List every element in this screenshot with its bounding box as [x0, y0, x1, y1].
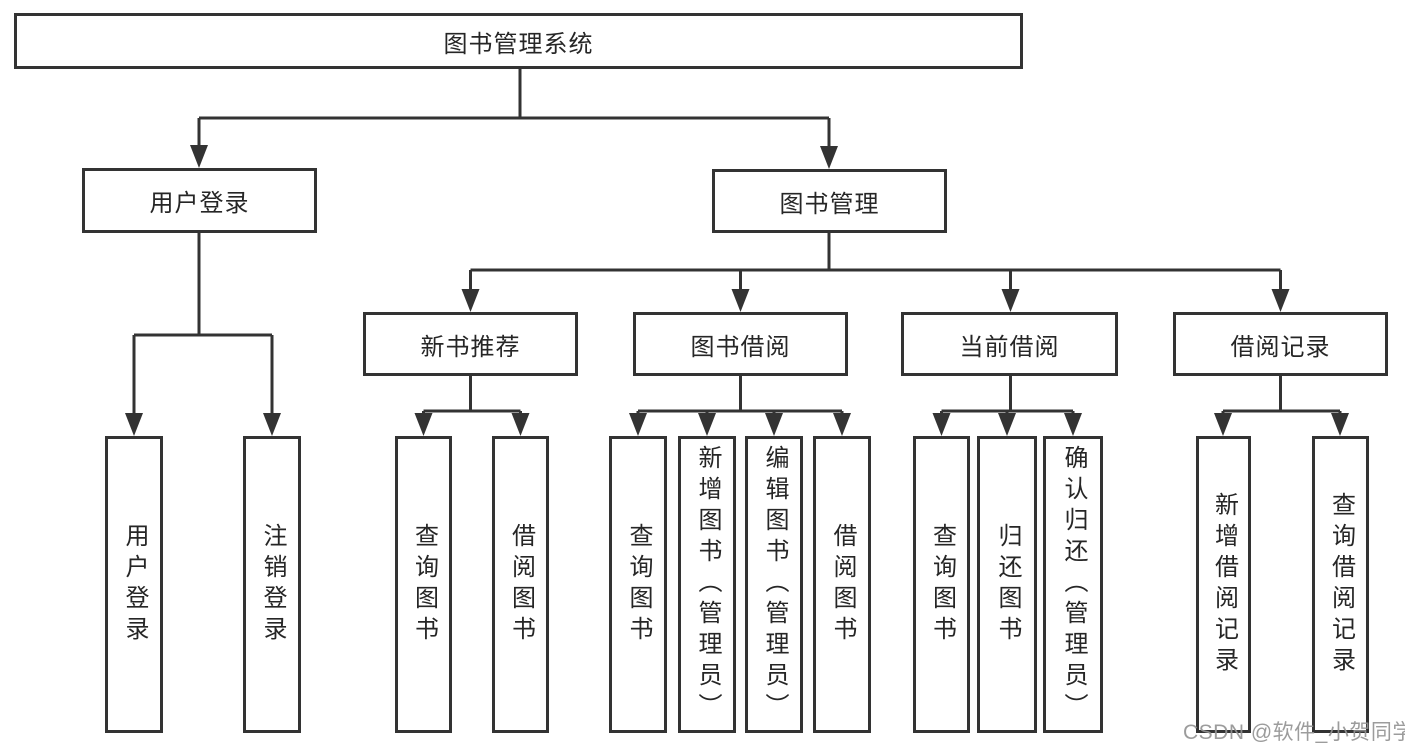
leaf-query-borrow-record-label: 查询借阅记录	[1327, 491, 1355, 678]
leaf-query-books-borrow-label: 查询图书	[625, 522, 652, 647]
node-root-label: 图书管理系统	[443, 30, 594, 58]
leaf-return-books: 归还图书	[977, 436, 1037, 733]
node-user-login-label: 用户登录	[149, 190, 250, 217]
leaf-query-books-current-label: 查询图书	[928, 522, 956, 647]
leaf-borrow-books-label: 借阅图书	[829, 522, 856, 647]
leaf-return-books-label: 归还图书	[994, 522, 1021, 647]
leaf-confirm-return-admin: 确认归还（管理员）	[1043, 436, 1103, 733]
node-book-management-label: 图书管理	[779, 190, 880, 218]
node-book-borrow-label: 图书借阅	[690, 333, 791, 361]
leaf-edit-books-admin: 编辑图书（管理员）	[745, 436, 803, 733]
leaf-user-login: 用户登录	[105, 436, 163, 733]
node-new-book-recommend-label: 新书推荐	[420, 333, 521, 361]
node-book-borrow: 图书借阅	[633, 312, 848, 376]
leaf-borrow-books: 借阅图书	[813, 436, 871, 733]
leaf-logout: 注销登录	[243, 436, 301, 733]
arrowhead-icons	[125, 145, 1349, 436]
leaf-confirm-return-admin-label: 确认归还（管理员）	[1060, 445, 1087, 724]
leaf-logout-label: 注销登录	[259, 522, 286, 647]
node-book-management: 图书管理	[712, 169, 947, 233]
node-current-borrow-label: 当前借阅	[959, 333, 1060, 361]
node-borrow-records: 借阅记录	[1173, 312, 1388, 376]
node-new-book-recommend: 新书推荐	[363, 312, 578, 376]
leaf-borrow-books-recommend-label: 借阅图书	[507, 522, 535, 647]
csdn-watermark: CSDN @软件_小贺同学	[1183, 721, 1405, 744]
leaf-edit-books-admin-label: 编辑图书（管理员）	[761, 445, 788, 724]
leaf-query-borrow-record: 查询借阅记录	[1312, 436, 1369, 733]
leaf-query-books-recommend: 查询图书	[395, 436, 452, 733]
leaf-add-borrow-record: 新增借阅记录	[1196, 436, 1251, 733]
leaf-user-login-label: 用户登录	[121, 522, 148, 647]
leaf-borrow-books-recommend: 借阅图书	[492, 436, 549, 733]
leaf-query-books-current: 查询图书	[913, 436, 970, 733]
node-borrow-records-label: 借阅记录	[1230, 333, 1331, 361]
node-root: 图书管理系统	[14, 13, 1023, 69]
leaf-query-books-borrow: 查询图书	[609, 436, 667, 733]
node-user-login: 用户登录	[82, 168, 317, 233]
leaf-query-books-recommend-label: 查询图书	[410, 522, 438, 647]
node-current-borrow: 当前借阅	[901, 312, 1118, 376]
leaf-add-books-admin-label: 新增图书（管理员）	[694, 445, 721, 724]
leaf-add-books-admin: 新增图书（管理员）	[678, 436, 736, 733]
leaf-add-borrow-record-label: 新增借阅记录	[1210, 491, 1238, 678]
